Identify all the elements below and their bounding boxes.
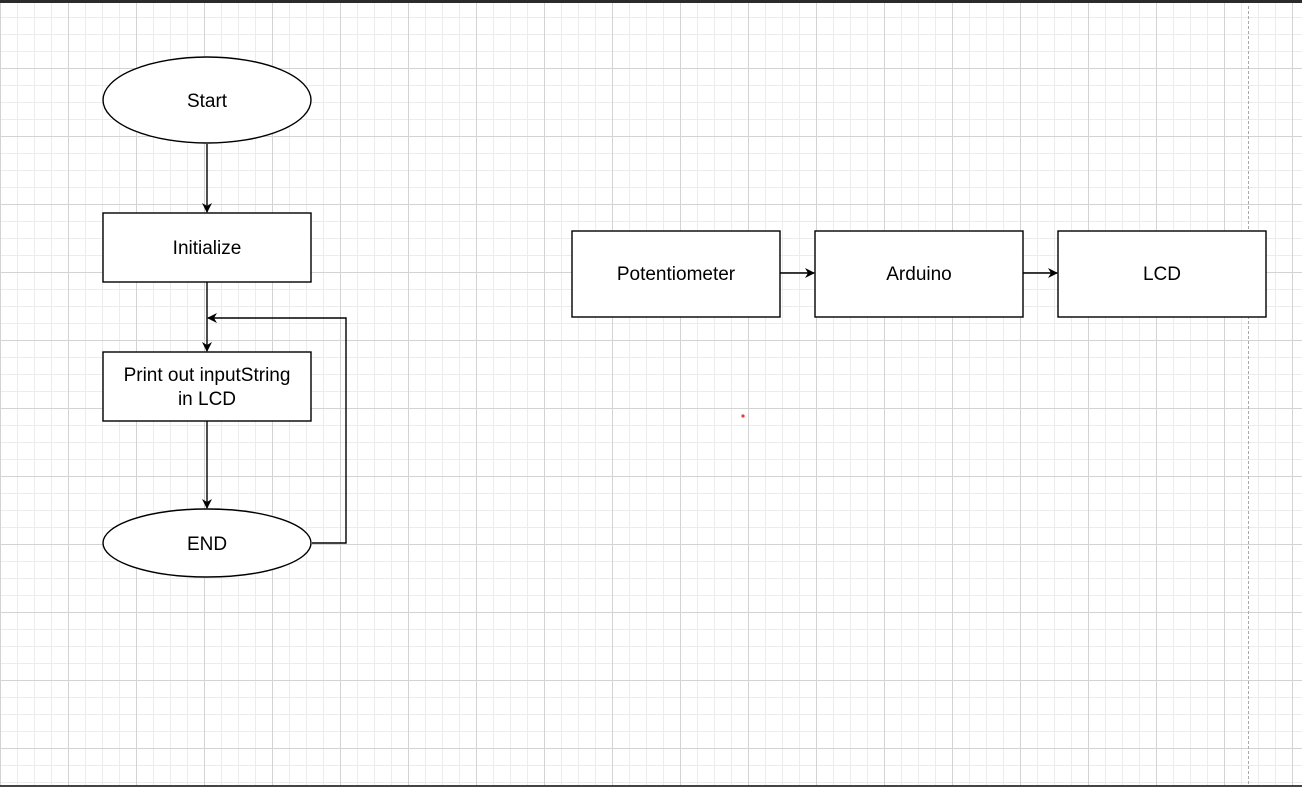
cursor-dot (741, 414, 745, 418)
node-print-label-line2: in LCD (178, 389, 236, 410)
bottom-edge-line (0, 785, 1302, 787)
node-print[interactable]: Print out inputString in LCD (102, 351, 312, 422)
block-arduino-label: Arduino (886, 264, 952, 285)
block-arduino-shape (814, 230, 1024, 318)
block-potentiometer-label: Potentiometer (617, 264, 736, 285)
node-end-label: END (187, 534, 227, 555)
node-start-label: Start (187, 91, 228, 112)
block-potentiometer[interactable]: Potentiometer (571, 230, 781, 318)
node-start[interactable]: Start (102, 56, 312, 144)
node-print-label-line1: Print out inputString (124, 365, 291, 386)
node-end-shape (102, 508, 312, 578)
edge-end-loop-back[interactable] (207, 313, 347, 544)
top-edge-bar (0, 0, 1302, 3)
block-arduino[interactable]: Arduino (814, 230, 1024, 318)
node-initialize-label: Initialize (173, 238, 242, 259)
block-potentiometer-shape (571, 230, 781, 318)
node-start-shape (102, 56, 312, 144)
block-lcd-label: LCD (1143, 264, 1181, 285)
page-boundary-line (1248, 6, 1249, 784)
node-initialize[interactable]: Initialize (102, 212, 312, 283)
node-end[interactable]: END (102, 508, 312, 578)
node-print-shape (102, 351, 312, 422)
block-lcd-shape (1057, 230, 1267, 318)
block-lcd[interactable]: LCD (1057, 230, 1267, 318)
node-initialize-shape (102, 212, 312, 283)
